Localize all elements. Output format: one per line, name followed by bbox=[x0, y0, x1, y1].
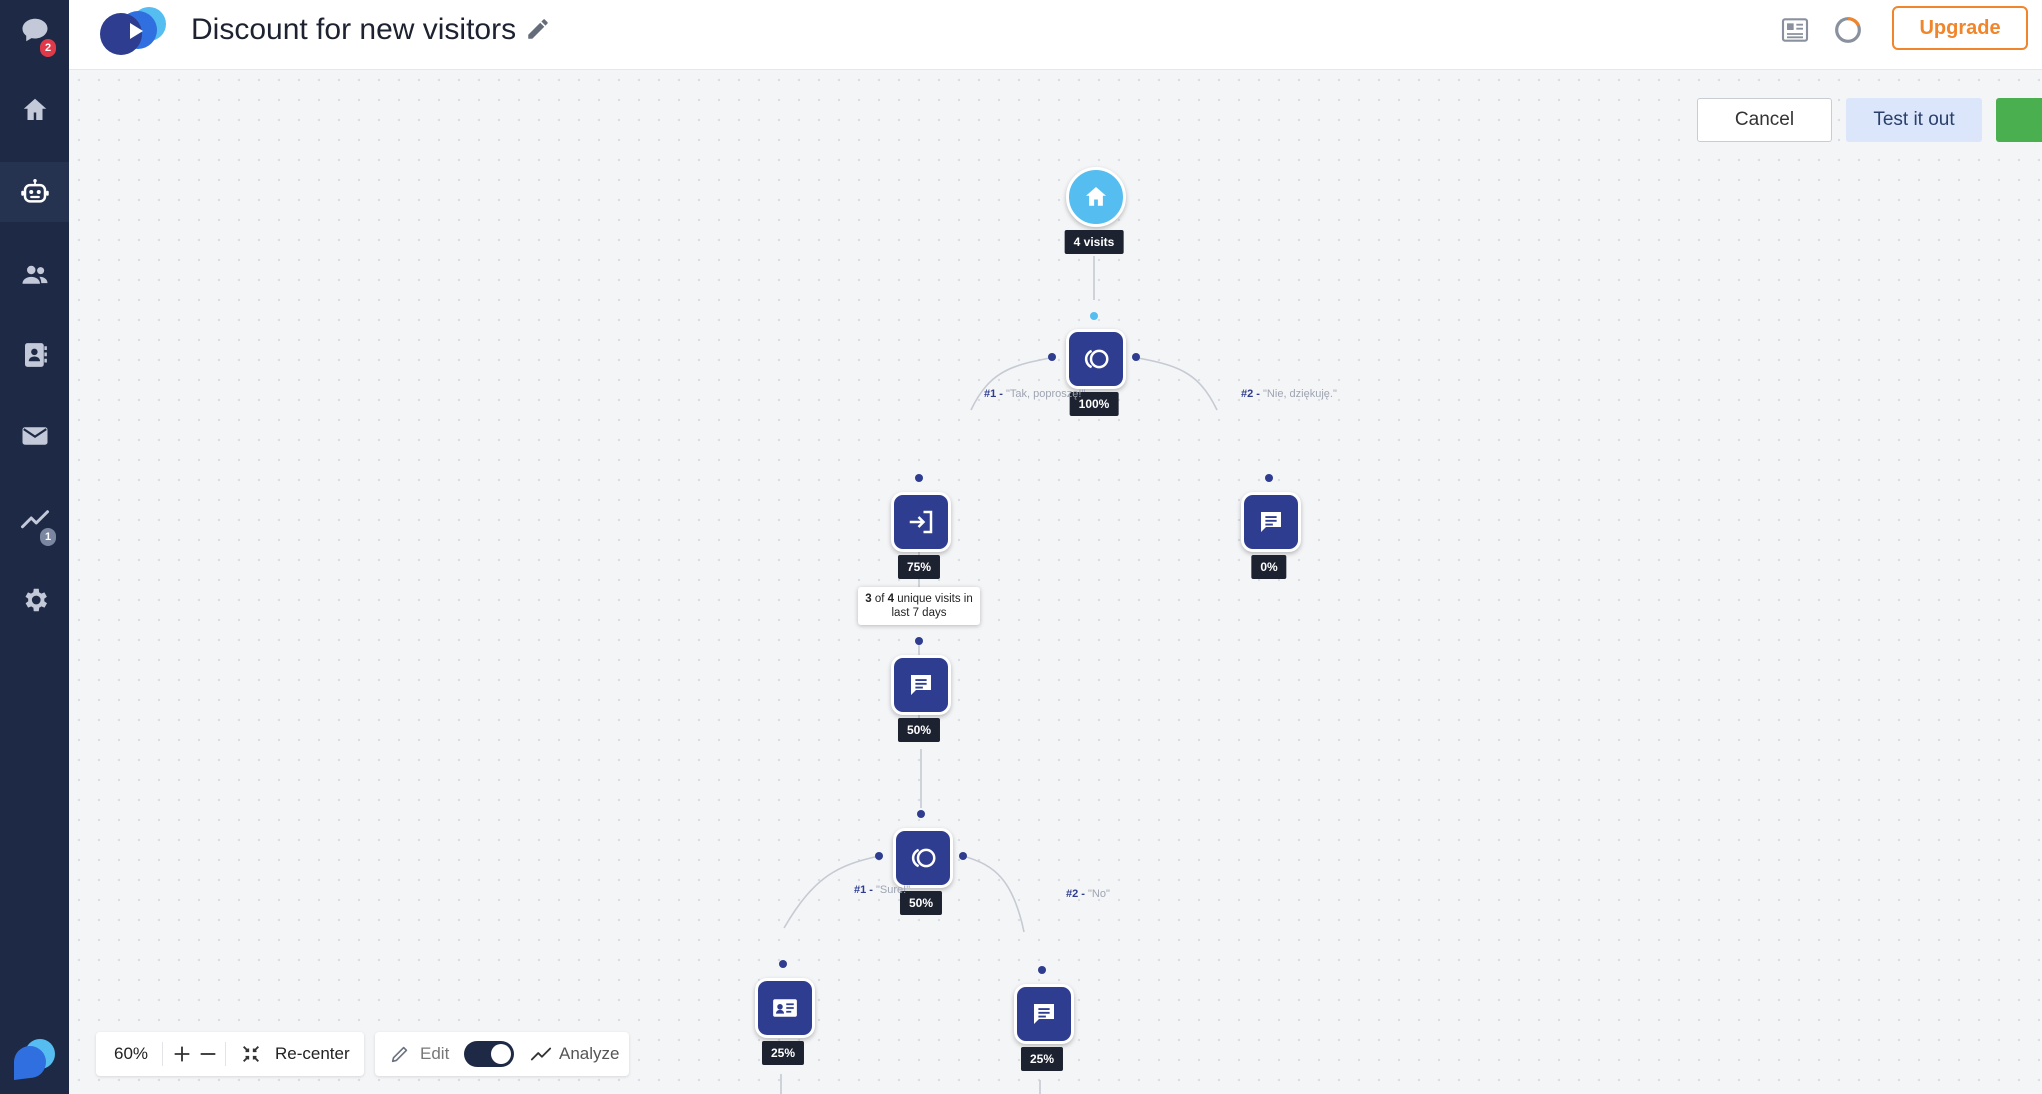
message-node-1-stat: 50% bbox=[897, 718, 941, 742]
test-it-out-button[interactable]: Test it out bbox=[1846, 98, 1982, 142]
message-icon bbox=[1261, 512, 1281, 532]
choice-node-1-stat: 100% bbox=[1069, 392, 1119, 416]
contact-card-node[interactable] bbox=[755, 978, 815, 1038]
chat-bubble-icon bbox=[22, 18, 47, 42]
toolbar-divider bbox=[162, 1042, 163, 1066]
sidebar: 2 1 bbox=[0, 0, 69, 1094]
sidebar-item-knowledge-base[interactable] bbox=[0, 325, 69, 385]
start-node[interactable] bbox=[1066, 167, 1126, 227]
newspaper-icon[interactable] bbox=[1779, 14, 1811, 46]
trend-line-icon bbox=[20, 510, 49, 529]
choice-node-2[interactable] bbox=[893, 828, 953, 888]
zoom-out-icon[interactable] bbox=[197, 1043, 219, 1065]
edit-analyze-toggle[interactable] bbox=[464, 1041, 514, 1067]
envelope-icon bbox=[22, 427, 47, 445]
sidebar-item-chat[interactable]: 2 bbox=[0, 0, 69, 60]
sidebar-item-settings[interactable] bbox=[0, 570, 69, 630]
trend-line-icon bbox=[530, 1047, 552, 1061]
home-icon bbox=[23, 98, 46, 120]
choice-icon bbox=[1084, 349, 1109, 369]
flow-canvas[interactable]: Cancel Test it out 4 visits bbox=[69, 70, 2042, 1094]
message-node-1[interactable] bbox=[891, 655, 951, 715]
edit-mode-label[interactable]: Edit bbox=[420, 1044, 450, 1063]
message-node-no[interactable] bbox=[1241, 492, 1301, 552]
page-title: Discount for new visitors bbox=[191, 13, 517, 46]
recenter-icon bbox=[243, 1046, 259, 1062]
sidebar-item-contacts[interactable]: 1 bbox=[0, 245, 69, 546]
message-icon bbox=[911, 675, 931, 695]
pencil-icon bbox=[391, 1046, 408, 1063]
gear-icon bbox=[25, 588, 47, 612]
upgrade-button[interactable]: Upgrade bbox=[1892, 6, 2028, 50]
chat-unread-badge: 2 bbox=[40, 39, 56, 57]
toggle-knob bbox=[491, 1044, 511, 1064]
people-icon bbox=[22, 265, 47, 284]
choice-node-2-stat: 50% bbox=[899, 891, 943, 915]
robot-icon bbox=[20, 179, 49, 203]
flow-connectors bbox=[779, 256, 1273, 1094]
zoom-in-icon[interactable] bbox=[171, 1043, 193, 1065]
redirect-icon bbox=[909, 510, 933, 534]
brand-logo-icon bbox=[14, 1039, 55, 1080]
branch-label-sure: #1 - "Sure!" bbox=[854, 884, 911, 896]
contacts-badge: 1 bbox=[40, 528, 56, 546]
sidebar-item-analytics[interactable] bbox=[0, 488, 69, 548]
save-button[interactable] bbox=[1996, 98, 2042, 142]
message-icon bbox=[1034, 1004, 1054, 1024]
contact-book-icon bbox=[24, 343, 47, 367]
progress-ring-icon[interactable] bbox=[1832, 14, 1864, 46]
branch-label-no-2: #2 - "No" bbox=[1066, 888, 1110, 900]
home-icon bbox=[1086, 187, 1106, 206]
top-header: Discount for new visitors Upgrade bbox=[69, 0, 2042, 70]
message-node-last-stat: 25% bbox=[1020, 1047, 1064, 1071]
visits-tooltip: 3 of 4 unique visits in last 7 days bbox=[858, 587, 980, 625]
redirect-node-stat: 75% bbox=[897, 555, 941, 579]
redirect-node[interactable] bbox=[891, 492, 951, 552]
recenter-label: Re-center bbox=[275, 1044, 350, 1063]
message-node-no-stat: 0% bbox=[1251, 555, 1287, 579]
pencil-icon[interactable] bbox=[525, 16, 551, 42]
mode-toolbar: Edit Analyze bbox=[375, 1032, 629, 1076]
message-node-last[interactable] bbox=[1014, 984, 1074, 1044]
choice-icon bbox=[911, 848, 936, 868]
choice-node-1[interactable] bbox=[1066, 329, 1126, 389]
analyze-mode-label[interactable]: Analyze bbox=[559, 1044, 620, 1063]
sidebar-item-mailing[interactable] bbox=[0, 406, 69, 466]
cancel-button[interactable]: Cancel bbox=[1697, 98, 1832, 142]
start-visits-stat: 4 visits bbox=[1064, 230, 1124, 254]
sidebar-item-home[interactable] bbox=[0, 80, 69, 140]
contact-card-icon bbox=[773, 999, 797, 1017]
branch-label-yes: #1 - "Tak, poproszę!" bbox=[984, 388, 1086, 400]
contact-card-node-stat: 25% bbox=[761, 1041, 805, 1065]
branch-label-no: #2 - "Nie, dziękuję." bbox=[1241, 388, 1337, 400]
zoom-level: 60% bbox=[114, 1044, 149, 1063]
sidebar-item-chatbots[interactable] bbox=[0, 162, 69, 222]
chatbot-logo-icon bbox=[100, 7, 166, 55]
zoom-toolbar: 60% Re-center bbox=[96, 1032, 364, 1076]
toolbar-divider bbox=[225, 1042, 226, 1066]
